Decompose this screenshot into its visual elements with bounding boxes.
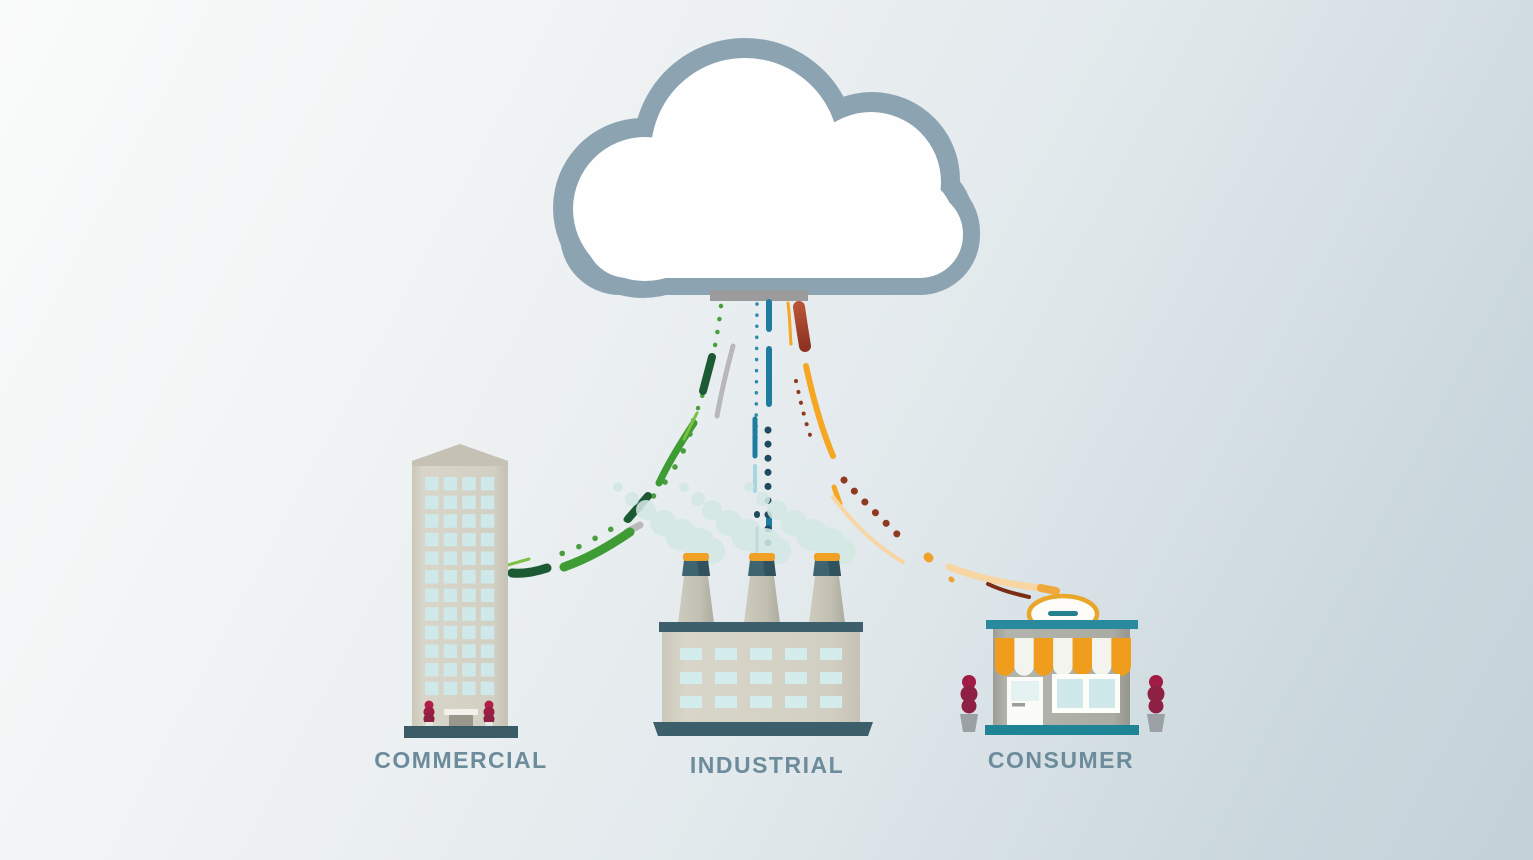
tower-gable bbox=[412, 444, 508, 466]
store-base bbox=[985, 725, 1139, 735]
cloud-connector-bar bbox=[710, 290, 808, 301]
factory-chimney bbox=[744, 553, 780, 623]
store-door bbox=[1007, 677, 1043, 725]
factory-base bbox=[653, 722, 873, 736]
stream-commercial bbox=[502, 303, 736, 578]
industrial-label: INDUSTRIAL bbox=[690, 752, 844, 778]
office-tower-icon bbox=[404, 444, 518, 738]
tower-windows bbox=[425, 477, 495, 696]
factory-chimney bbox=[678, 553, 714, 623]
factory-icon bbox=[653, 553, 873, 736]
consumer-label: CONSUMER bbox=[988, 747, 1134, 773]
store-topiary bbox=[960, 675, 978, 732]
store-topiary bbox=[1147, 675, 1165, 732]
data-streams bbox=[502, 299, 1060, 599]
tower-entrance-door bbox=[449, 715, 473, 726]
cloud-fill bbox=[573, 58, 963, 281]
store-awning bbox=[995, 638, 1131, 676]
storefront-icon bbox=[960, 593, 1165, 735]
commercial-label: COMMERCIAL bbox=[374, 747, 547, 773]
smoke-trail bbox=[613, 482, 725, 564]
store-window bbox=[1052, 674, 1120, 713]
factory-chimney bbox=[809, 553, 845, 623]
stream-industrial bbox=[752, 299, 772, 559]
tower-entrance-awning bbox=[444, 709, 478, 715]
factory-roof-strip bbox=[659, 622, 863, 632]
tower-base bbox=[404, 726, 518, 738]
stream-consumer bbox=[786, 301, 1060, 599]
store-roof-strip bbox=[986, 620, 1138, 629]
factory-windows bbox=[680, 648, 842, 708]
cloud-icon bbox=[553, 38, 980, 301]
